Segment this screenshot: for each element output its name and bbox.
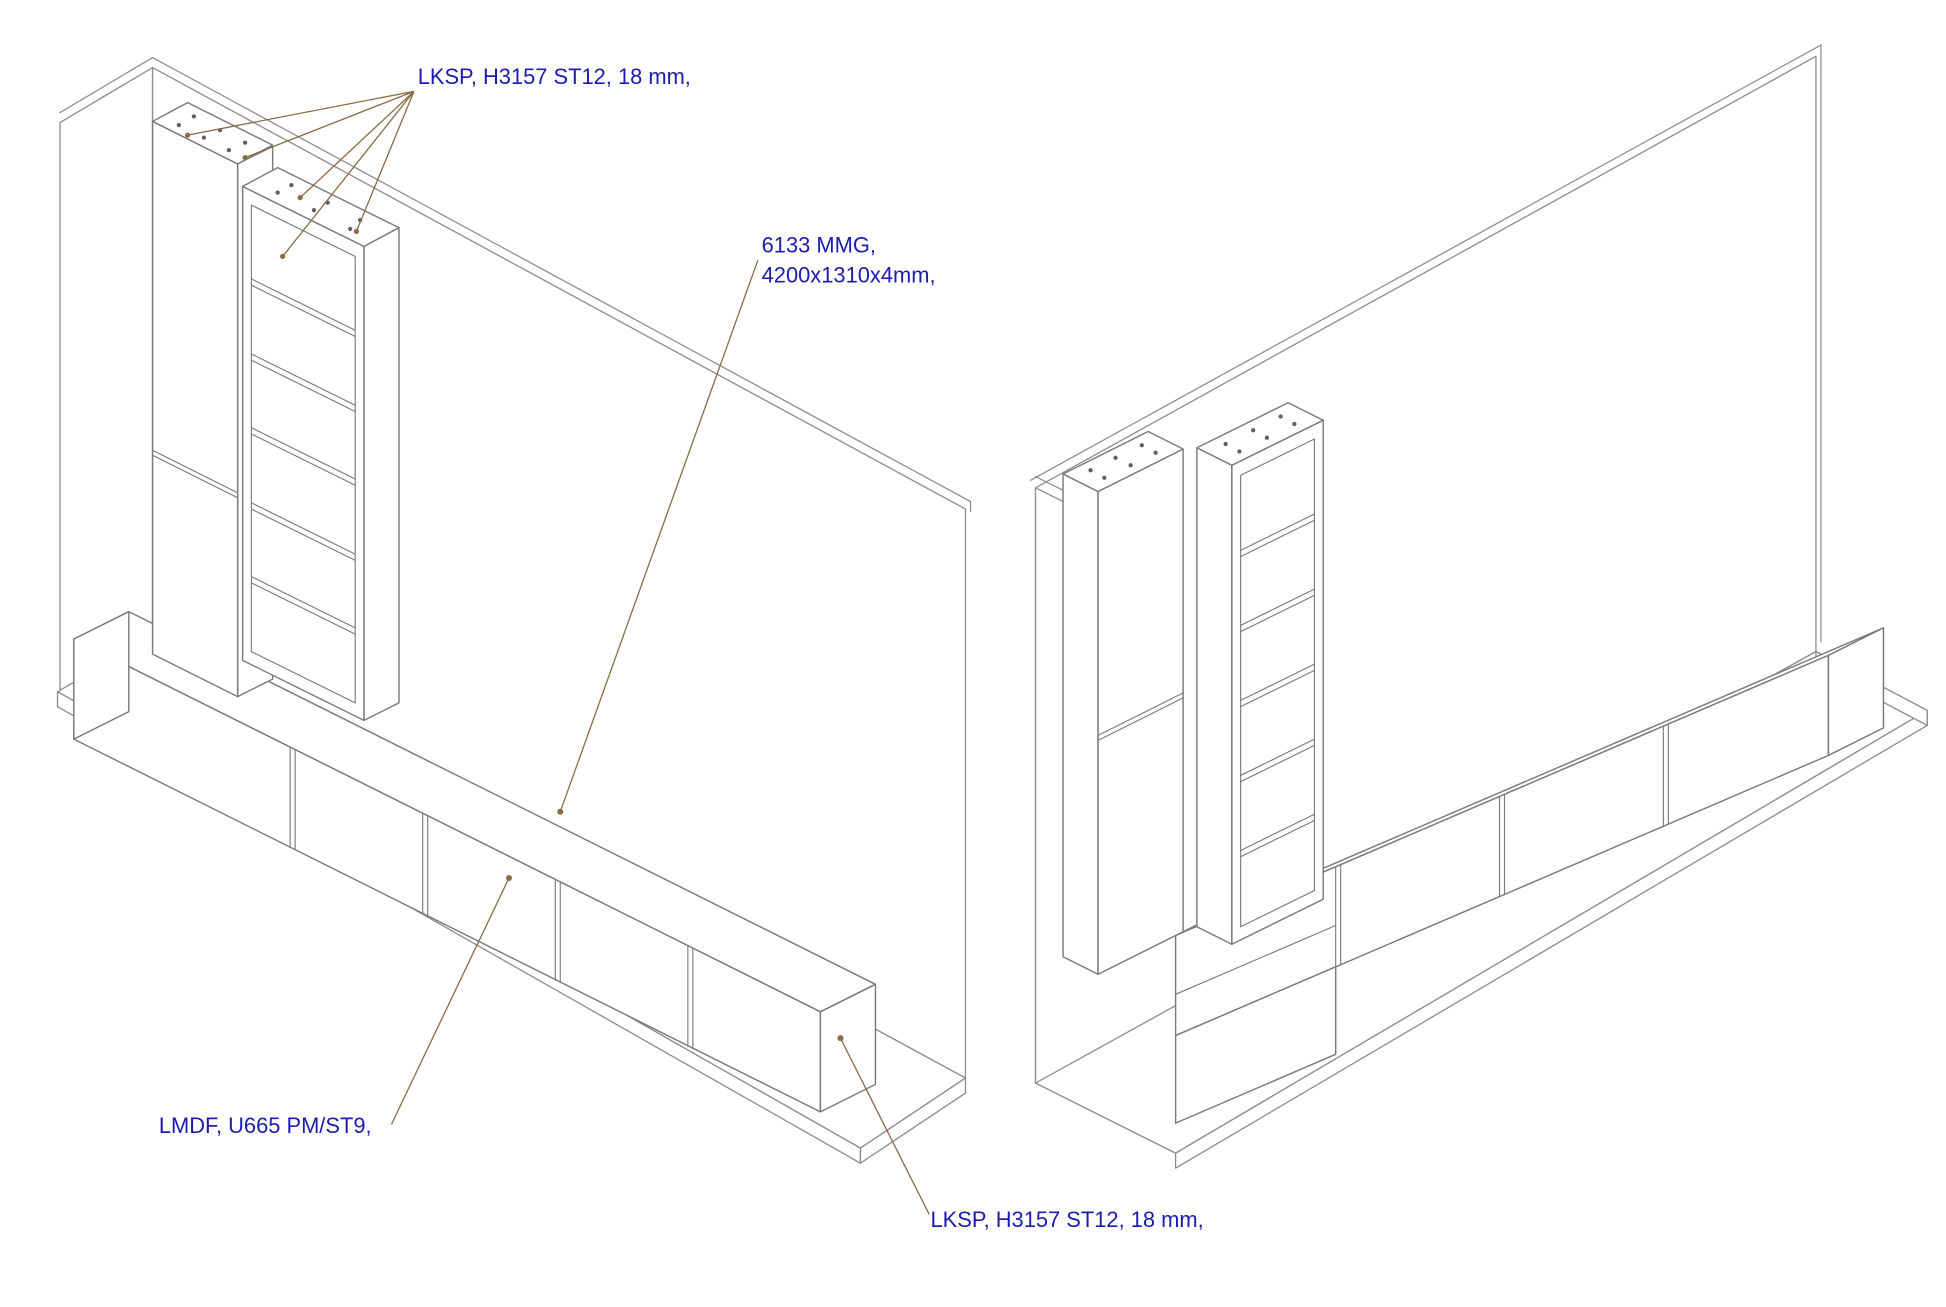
screw-dot <box>1278 414 1283 419</box>
leader-dot <box>297 195 303 201</box>
left-view-shelf-column <box>241 166 400 722</box>
screw-dot <box>275 190 280 195</box>
shelf-edges <box>250 278 356 635</box>
bench-end-panel <box>1827 627 1885 757</box>
label-back-panel-material-line2: 4200x1310x4mm, <box>762 263 936 288</box>
tall-cabinet-front <box>151 120 239 698</box>
shelf-column-inner-frame <box>1240 438 1315 928</box>
leader-dot <box>506 874 513 881</box>
left-view <box>56 56 972 1164</box>
screw-dot <box>1264 435 1270 440</box>
right-view-bench <box>1174 627 1885 1124</box>
tall-cabinet-side-panel <box>1062 473 1099 976</box>
left-view-screw-dots <box>176 114 363 232</box>
leader-dot <box>837 1035 844 1042</box>
tall-cabinet-door-split <box>1097 692 1184 741</box>
tall-cabinet-door-split <box>152 449 239 499</box>
screw-dot <box>201 135 206 140</box>
label-top-panel-material: LKSP, H3157 ST12, 18 mm, <box>418 64 691 89</box>
shelf-column-side-panel <box>363 226 400 722</box>
screw-dot <box>1113 455 1118 460</box>
leader-side-panel <box>839 1037 930 1215</box>
leader-dot <box>353 228 360 235</box>
screw-dot <box>1102 475 1107 480</box>
tall-cabinet-top-panel <box>151 101 274 165</box>
screw-dot <box>1128 463 1133 468</box>
bench-left-end-panel <box>73 610 130 740</box>
right-view-shelf-column <box>1196 402 1324 945</box>
screw-dot <box>242 140 248 145</box>
leader-dot <box>242 154 248 161</box>
right-view <box>1029 44 1928 1169</box>
wall-thickness-edge <box>1029 44 1822 643</box>
screw-dot <box>1223 441 1228 447</box>
bench-base-cabinet <box>1174 966 1337 1124</box>
screw-dot <box>1153 450 1158 455</box>
screw-dot <box>1292 421 1297 427</box>
label-back-panel-material-line1: 6133 MMG, <box>762 233 876 258</box>
leader-dot <box>184 132 191 138</box>
screw-dot <box>1139 443 1144 448</box>
bench-front-dividers <box>1175 723 1669 995</box>
shelf-edges <box>1240 513 1315 858</box>
leader-top-panels-fan <box>187 90 415 257</box>
screw-dot <box>289 183 294 188</box>
screw-dot <box>1088 468 1093 473</box>
leader-back-panel <box>559 259 759 812</box>
screw-dot <box>1251 428 1256 433</box>
screw-dot <box>226 147 231 153</box>
wall-thickness-edge <box>59 56 972 513</box>
tall-cabinet-front <box>1097 448 1184 976</box>
screw-dot <box>348 226 353 232</box>
side-wall-panel <box>59 66 154 693</box>
shelf-column-top-panel <box>241 166 400 248</box>
left-view-bench <box>73 610 877 1113</box>
label-front-material: LMDF, U665 PM/ST9, <box>159 1113 372 1138</box>
annotations: LKSP, H3157 ST12, 18 mm, 6133 MMG, 4200x… <box>159 64 1204 1232</box>
screw-dot <box>176 122 181 128</box>
bench-front-dividers <box>289 746 694 1050</box>
screw-dot <box>1237 449 1242 454</box>
label-side-panel-material: LKSP, H3157 ST12, 18 mm, <box>930 1207 1203 1232</box>
screw-dot <box>191 114 196 119</box>
leader-dot <box>280 253 286 260</box>
floor-end-edge <box>859 1077 967 1164</box>
screw-dot <box>311 208 317 213</box>
shelf-column-side-panel <box>1196 447 1233 945</box>
right-view-screw-dots <box>1088 414 1297 480</box>
leader-fronts <box>390 877 510 1125</box>
leader-dot <box>557 808 564 815</box>
shelf-column-top-panel <box>1196 402 1324 466</box>
tall-cabinet-top-panel <box>1062 430 1184 493</box>
right-view-tall-cabinet <box>1062 430 1184 976</box>
